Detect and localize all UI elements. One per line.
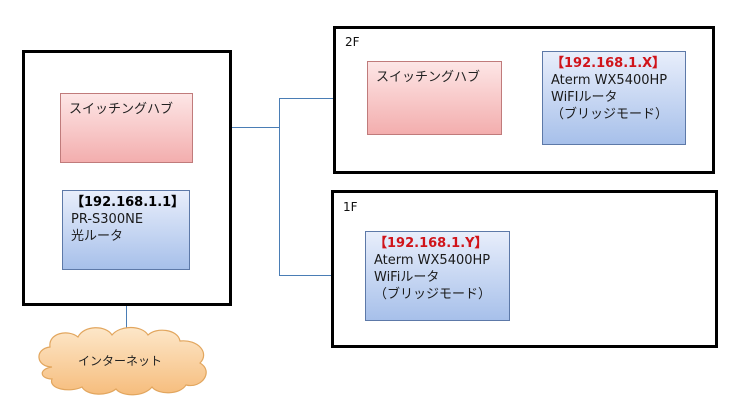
router-2f-ip: 【192.168.1.X】	[551, 56, 666, 71]
router-2f-mode: （ブリッジモード）	[551, 107, 669, 122]
router-1f-type: WiFiルータ	[374, 270, 440, 285]
line-to-2f-hub	[279, 98, 367, 99]
router-2f-model: Aterm WX5400HP	[551, 73, 668, 88]
line-hub-horizontal	[192, 127, 279, 128]
line-to-1f-router	[279, 275, 365, 276]
internet-label: インターネット	[78, 354, 162, 368]
floor-2f-label: 2F	[345, 35, 360, 49]
router-2f-type: WiFIルータ	[551, 90, 618, 105]
router-type: 光ルータ	[71, 229, 124, 244]
switching-hub-2f: スイッチングハブ	[367, 61, 502, 135]
router-1f-model: Aterm WX5400HP	[374, 253, 491, 268]
switching-hub-label: スイッチングハブ	[69, 102, 174, 117]
router-main: 【192.168.1.1】 PR-S300NE 光ルータ	[62, 190, 190, 270]
line-trunk-vertical	[279, 98, 280, 276]
router-2f: 【192.168.1.X】 Aterm WX5400HP WiFIルータ （ブリ…	[542, 51, 686, 145]
switching-hub-main: スイッチングハブ	[60, 93, 193, 163]
switching-hub-2f-label: スイッチングハブ	[376, 70, 481, 85]
router-model: PR-S300NE	[71, 212, 144, 227]
floor-1f-label: 1F	[343, 200, 358, 214]
router-ip: 【192.168.1.1】	[71, 195, 185, 210]
router-1f-mode: （ブリッジモード）	[374, 287, 492, 302]
router-1f: 【192.168.1.Y】 Aterm WX5400HP WiFiルータ （ブリ…	[365, 231, 510, 321]
internet-cloud-icon: インターネット	[38, 326, 207, 396]
router-1f-ip: 【192.168.1.Y】	[374, 236, 488, 251]
